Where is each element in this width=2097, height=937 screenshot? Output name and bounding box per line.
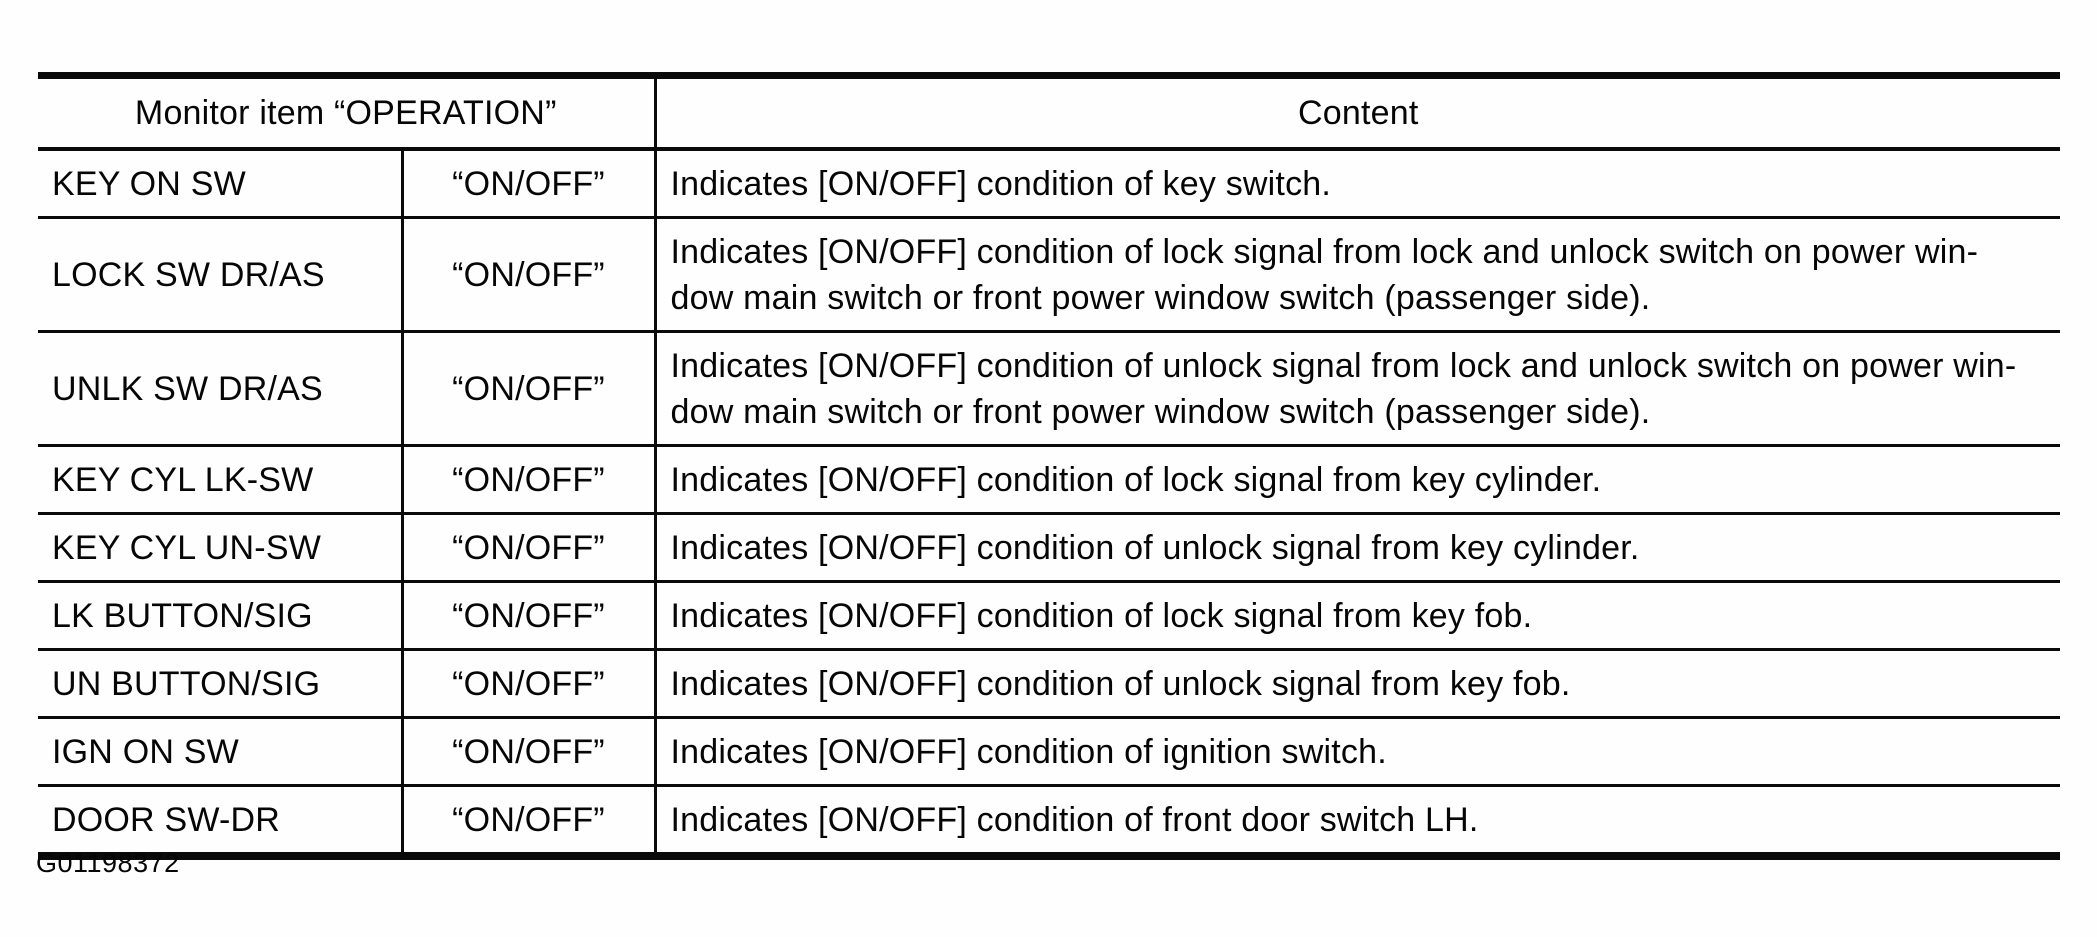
table-row: LK BUTTON/SIG “ON/OFF” Indicates [ON/OFF… <box>38 581 2061 651</box>
monitor-item-cell: KEY ON SW <box>38 149 402 219</box>
table-row: DOOR SW-DR “ON/OFF” Indicates [ON/OFF] c… <box>38 785 2061 860</box>
table-row: KEY CYL UN-SW “ON/OFF” Indicates [ON/OFF… <box>38 513 2061 583</box>
content-line: Indicates [ON/OFF] condition of lock sig… <box>670 460 1602 499</box>
operation-value-cell: “ON/OFF” <box>400 445 657 515</box>
monitor-operation-table: Monitor item “OPERATION” Content KEY ON … <box>38 72 2061 860</box>
operation-value-cell: “ON/OFF” <box>400 217 657 333</box>
operation-value-cell: “ON/OFF” <box>400 149 657 219</box>
content-cell: Indicates [ON/OFF] condition of front do… <box>655 785 2061 860</box>
operation-value-cell: “ON/OFF” <box>400 331 657 447</box>
monitor-item-cell: UNLK SW DR/AS <box>38 331 402 447</box>
monitor-item-cell: KEY CYL UN-SW <box>38 513 402 583</box>
monitor-item-cell: KEY CYL LK-SW <box>38 445 402 515</box>
table-header-row: Monitor item “OPERATION” Content <box>38 72 2061 151</box>
content-line: dow main switch or front power window sw… <box>670 278 1651 317</box>
content-cell: Indicates [ON/OFF] condition of lock sig… <box>655 217 2061 333</box>
monitor-item-header: Monitor item “OPERATION” <box>38 72 656 151</box>
monitor-item-cell: LOCK SW DR/AS <box>38 217 402 333</box>
table-row: LOCK SW DR/AS “ON/OFF” Indicates [ON/OFF… <box>38 217 2061 333</box>
content-cell: Indicates [ON/OFF] condition of unlock s… <box>655 331 2061 447</box>
table-row: KEY ON SW “ON/OFF” Indicates [ON/OFF] co… <box>38 149 2061 219</box>
content-cell: Indicates [ON/OFF] condition of ignition… <box>655 717 2061 787</box>
monitor-item-cell: UN BUTTON/SIG <box>38 649 402 719</box>
monitor-item-cell: IGN ON SW <box>38 717 402 787</box>
table-row: UNLK SW DR/AS “ON/OFF” Indicates [ON/OFF… <box>38 331 2061 447</box>
table-row: IGN ON SW “ON/OFF” Indicates [ON/OFF] co… <box>38 717 2061 787</box>
content-header: Content <box>653 72 2061 151</box>
content-line: Indicates [ON/OFF] condition of unlock s… <box>670 346 2017 385</box>
content-cell: Indicates [ON/OFF] condition of lock sig… <box>655 445 2061 515</box>
figure-id-label: G01198372 <box>36 848 180 878</box>
content-cell: Indicates [ON/OFF] condition of lock sig… <box>655 581 2061 651</box>
content-line: Indicates [ON/OFF] condition of unlock s… <box>670 528 1640 567</box>
operation-value-cell: “ON/OFF” <box>400 513 657 583</box>
content-line: Indicates [ON/OFF] condition of lock sig… <box>670 232 1979 271</box>
content-line: Indicates [ON/OFF] condition of front do… <box>670 800 1479 839</box>
content-line: dow main switch or front power window sw… <box>670 392 1651 431</box>
operation-value-cell: “ON/OFF” <box>400 785 657 860</box>
content-line: Indicates [ON/OFF] condition of unlock s… <box>670 664 1571 703</box>
content-cell: Indicates [ON/OFF] condition of unlock s… <box>655 513 2061 583</box>
content-cell: Indicates [ON/OFF] condition of key swit… <box>655 149 2061 219</box>
operation-value-cell: “ON/OFF” <box>400 717 657 787</box>
monitor-item-cell: LK BUTTON/SIG <box>38 581 402 651</box>
operation-value-cell: “ON/OFF” <box>400 649 657 719</box>
table-row: UN BUTTON/SIG “ON/OFF” Indicates [ON/OFF… <box>38 649 2061 719</box>
content-cell: Indicates [ON/OFF] condition of unlock s… <box>655 649 2061 719</box>
monitor-item-cell: DOOR SW-DR <box>38 785 402 860</box>
operation-value-cell: “ON/OFF” <box>400 581 657 651</box>
content-line: Indicates [ON/OFF] condition of lock sig… <box>670 596 1533 635</box>
content-line: Indicates [ON/OFF] condition of key swit… <box>670 164 1332 203</box>
table-row: KEY CYL LK-SW “ON/OFF” Indicates [ON/OFF… <box>38 445 2061 515</box>
content-line: Indicates [ON/OFF] condition of ignition… <box>670 732 1387 771</box>
